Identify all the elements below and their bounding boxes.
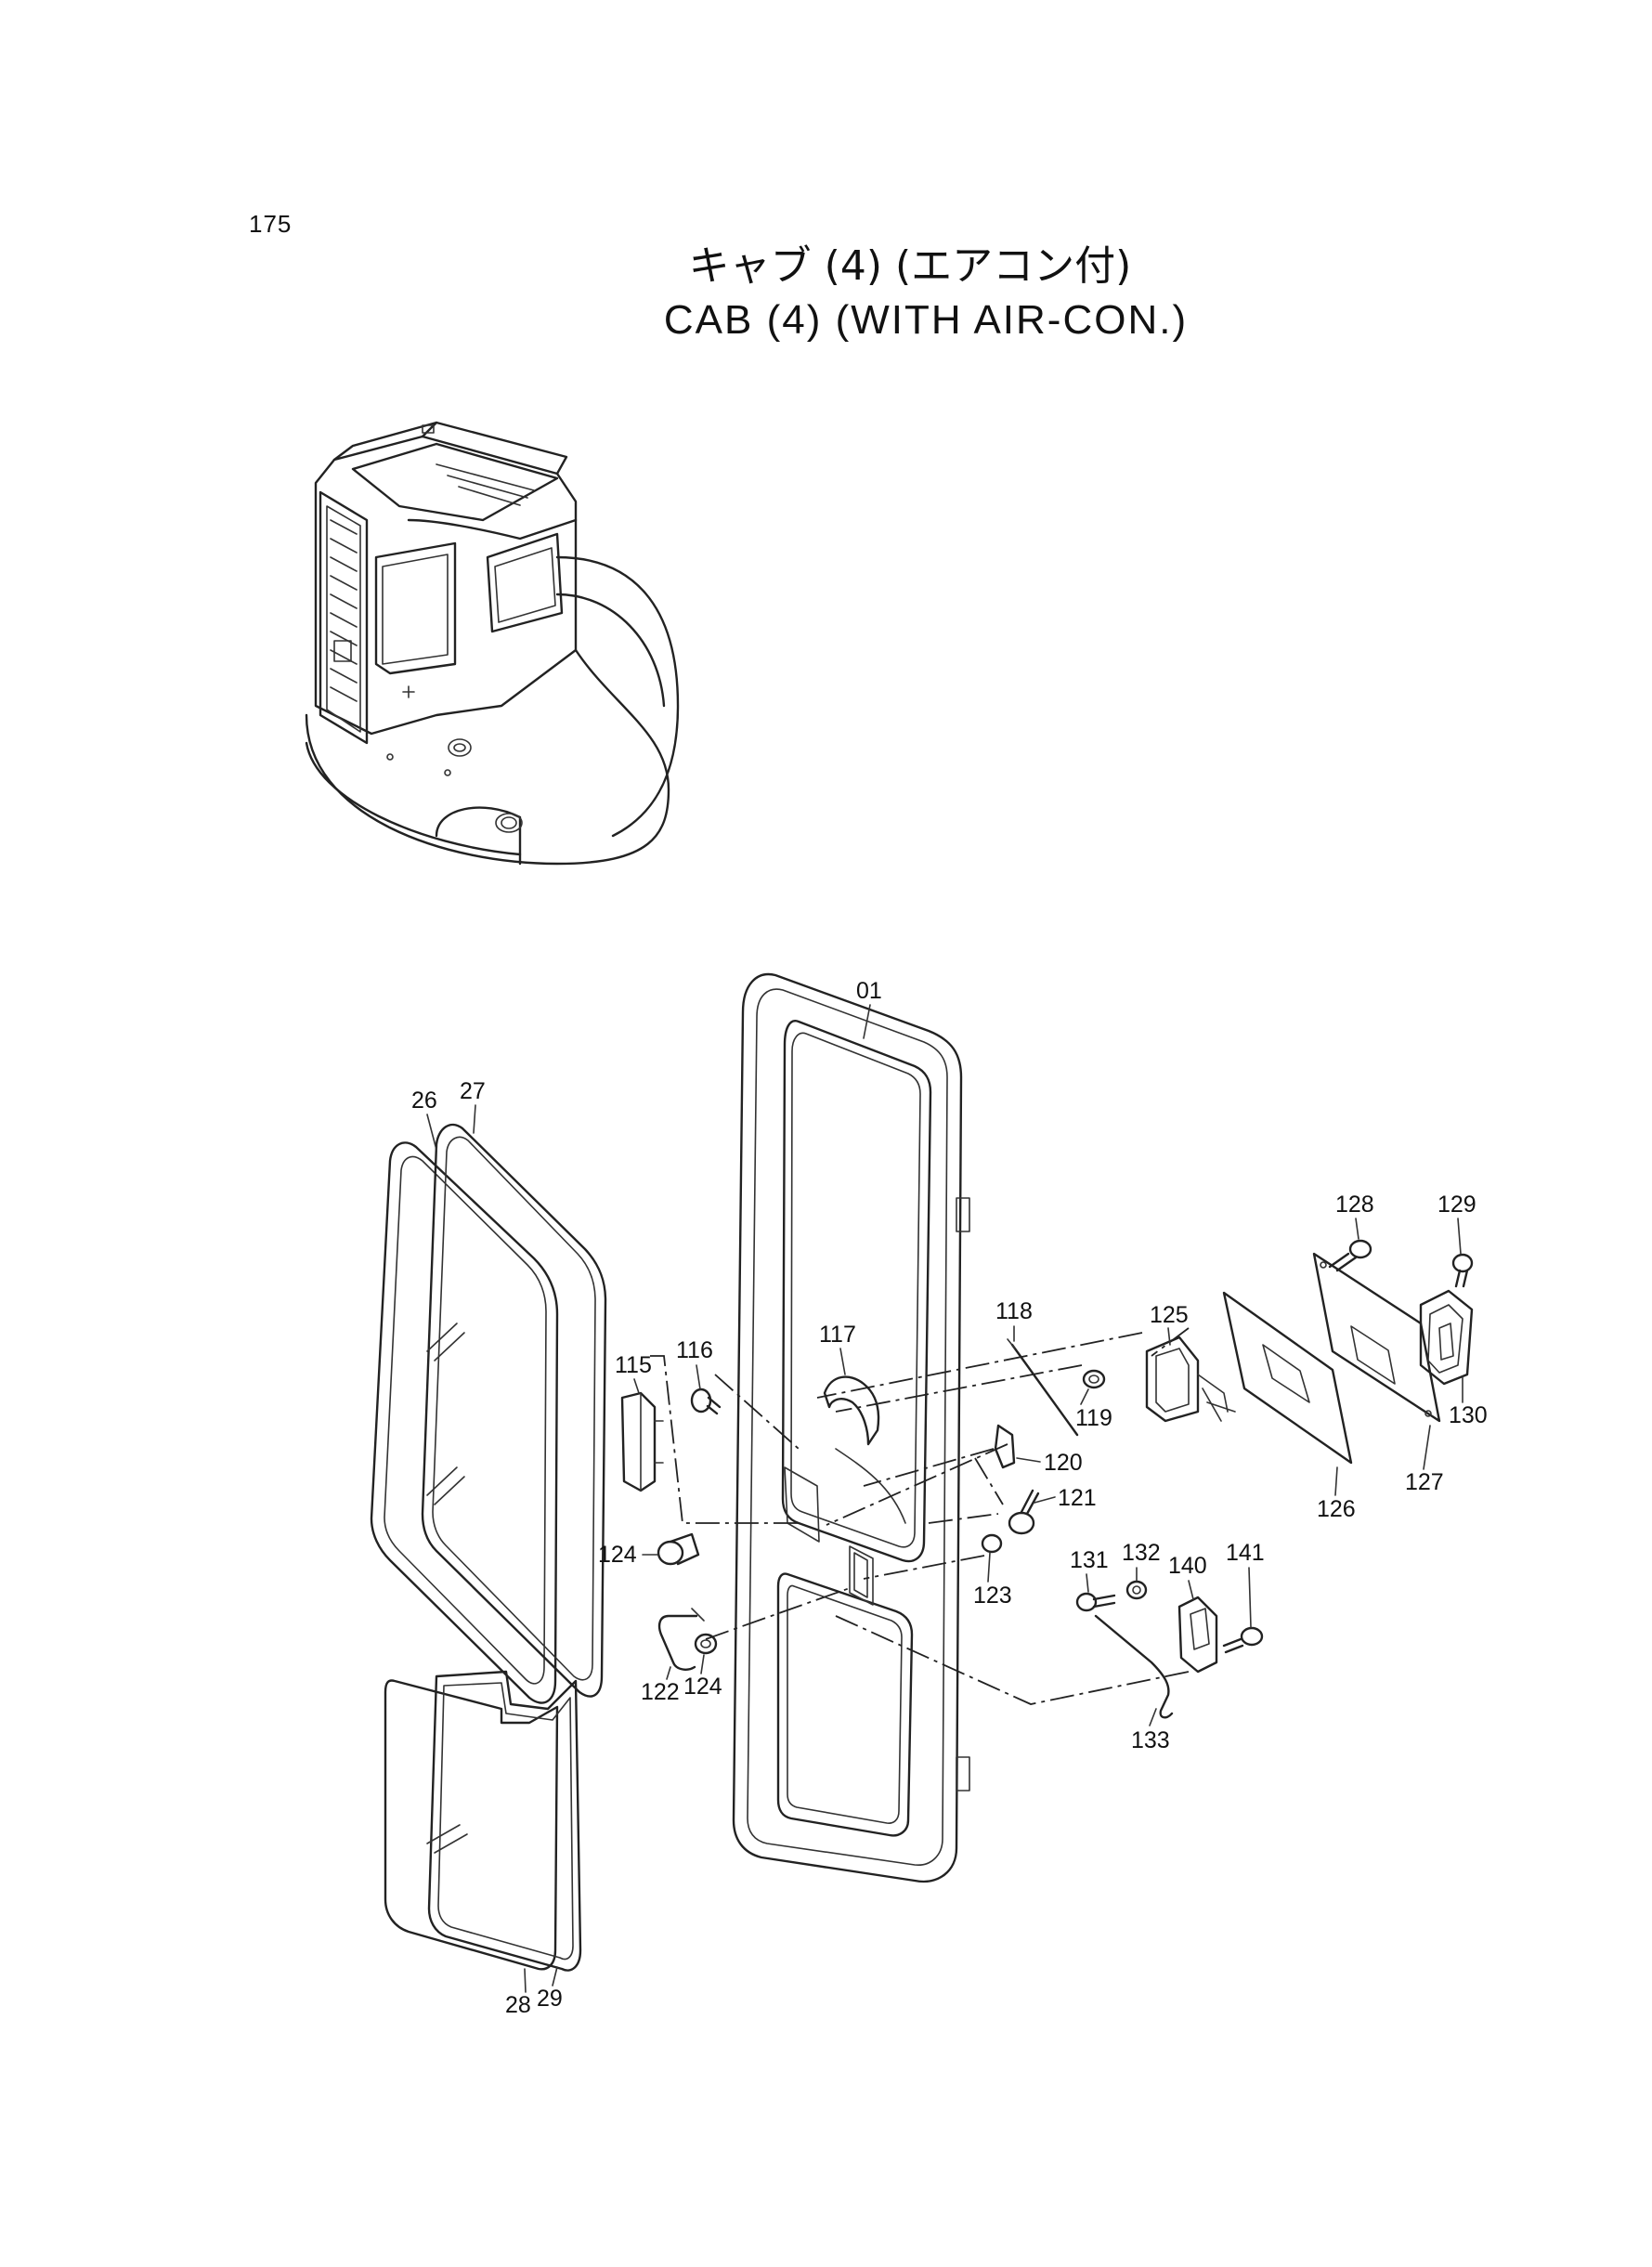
part-124-nut-lower	[694, 1633, 718, 1655]
part-label-117: 140	[1168, 1553, 1207, 1579]
page-title-japanese: キャブ (4) (エアコン付)	[688, 242, 1132, 290]
part-label-126: 120	[1044, 1450, 1083, 1476]
part-label-122: 116	[676, 1337, 713, 1363]
part-label-26: 26	[411, 1088, 437, 1114]
lower-glass-assembly	[384, 1670, 582, 1972]
page-title-english: CAB (4) (WITH AIR-CON.)	[663, 297, 1189, 343]
part-141-screw	[1008, 1489, 1040, 1535]
part-126-clip	[994, 1424, 1016, 1469]
part-117-latch	[1177, 1596, 1218, 1674]
door-frame	[732, 972, 970, 1883]
assembly-leader-lines	[650, 1327, 1190, 1705]
part-118-screw	[1222, 1626, 1264, 1654]
part-label-115: 115	[615, 1352, 652, 1378]
part-130-bolt	[1075, 1592, 1116, 1612]
part-label-116: 119	[1075, 1405, 1112, 1431]
part-label-118: 141	[1226, 1540, 1265, 1566]
part-124-nut-upper	[981, 1533, 1003, 1554]
part-120-screw	[1451, 1253, 1474, 1288]
part-127-rod	[1094, 1614, 1174, 1719]
part-label-133: 128	[1335, 1192, 1374, 1218]
part-129-nut	[1125, 1580, 1148, 1600]
part-label-125: 124	[598, 1542, 637, 1568]
title-block: キャブ (4) (エアコン付) CAB (4) (WITH AIR-CON.)	[557, 240, 1300, 347]
part-label-01: 01	[856, 978, 882, 1004]
part-133-screw	[1328, 1239, 1372, 1272]
part-label-123: 122	[641, 1679, 680, 1705]
part-label-121: 125	[1150, 1302, 1189, 1328]
part-label-28: 28	[505, 1992, 531, 2018]
cab-overview-illustration	[305, 421, 680, 866]
part-label-129: 132	[1122, 1540, 1161, 1566]
part-label-27: 27	[460, 1078, 486, 1104]
part-label-140: 117	[819, 1322, 856, 1348]
part-label-141: 121	[1058, 1485, 1097, 1511]
part-label-119: 130	[1449, 1402, 1488, 1428]
page-number: 175	[249, 210, 293, 238]
part-119-handle	[1419, 1289, 1474, 1386]
part-123-u-bolt	[657, 1608, 705, 1671]
part-label-29: 29	[537, 1986, 563, 2012]
upper-glass-assembly	[370, 1123, 607, 1704]
part-131-plate	[1312, 1252, 1441, 1423]
part-115-pad	[620, 1391, 664, 1492]
part-label-124-lower: 124	[683, 1674, 722, 1700]
part-121-lock	[1145, 1335, 1236, 1423]
part-label-120: 129	[1437, 1192, 1476, 1218]
part-label-124-upper: 123	[973, 1583, 1012, 1609]
part-122-bolt	[690, 1388, 722, 1415]
part-label-127: 133	[1131, 1727, 1170, 1753]
part-label-130: 131	[1070, 1547, 1109, 1573]
part-label-132: 126	[1317, 1496, 1356, 1522]
part-116-nut	[1082, 1369, 1106, 1389]
part-140-grip-handle	[823, 1375, 880, 1446]
part-label-128: 118	[995, 1298, 1033, 1324]
part-132-gasket	[1222, 1291, 1353, 1465]
part-128-rod	[1007, 1338, 1079, 1437]
part-125-spacer	[657, 1532, 700, 1566]
part-label-131: 127	[1405, 1469, 1444, 1495]
